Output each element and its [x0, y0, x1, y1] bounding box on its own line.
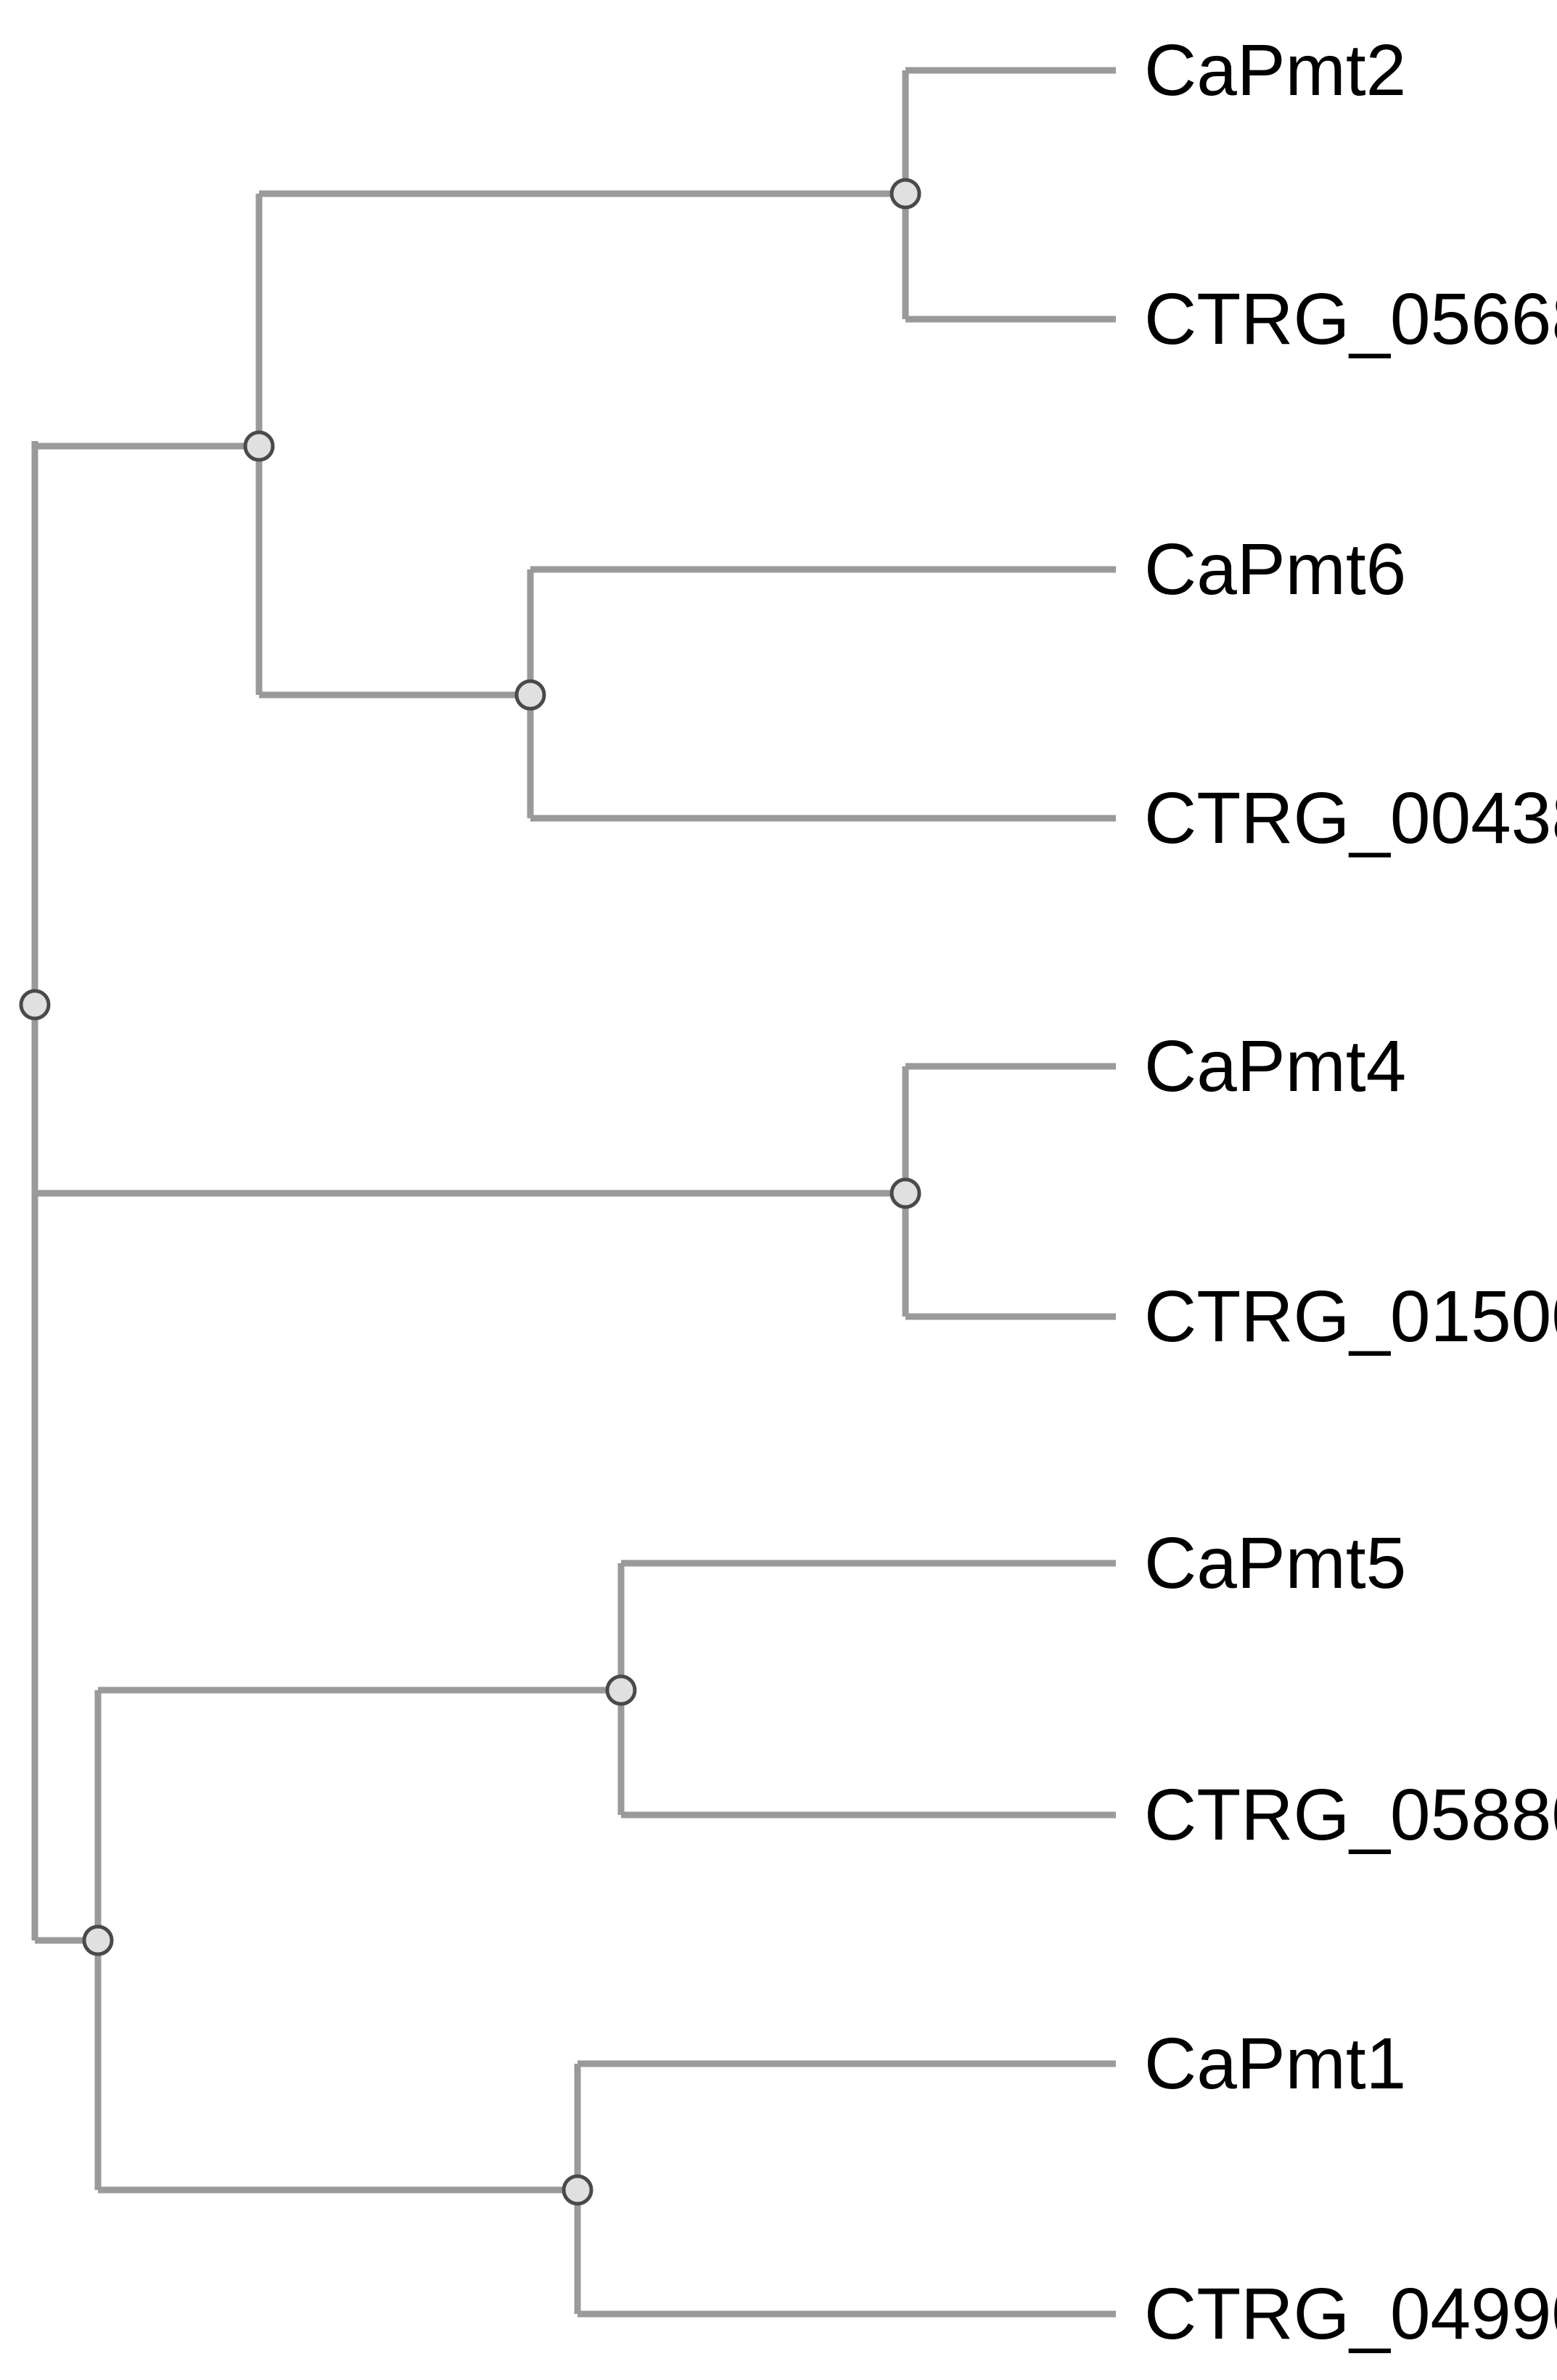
branch-group: [31, 67, 1116, 2318]
leaf-label-leaf-ctrg05880[interactable]: CTRG_05880: [1144, 1774, 1557, 1856]
internal-node-marker-node-capmt4-ctrg01500[interactable]: [890, 1177, 921, 1209]
leaf-label-leaf-ctrg04990[interactable]: CTRG_04990: [1144, 2273, 1557, 2355]
internal-node-marker-node-root[interactable]: [19, 989, 51, 1021]
leaf-label-leaf-ctrg01500[interactable]: CTRG_01500: [1144, 1276, 1557, 1357]
leaf-label-leaf-ctrg00438[interactable]: CTRG_00438: [1144, 778, 1557, 859]
internal-node-marker-node-upper-clade[interactable]: [243, 430, 275, 462]
leaf-label-leaf-capmt5[interactable]: CaPmt5: [1144, 1523, 1407, 1604]
leaf-label-leaf-capmt6[interactable]: CaPmt6: [1144, 529, 1407, 610]
leaf-label-leaf-ctrg05668[interactable]: CTRG_05668: [1144, 279, 1557, 360]
internal-node-marker-node-capmt5-ctrg05880[interactable]: [605, 1674, 637, 1706]
node-group: [19, 178, 921, 2206]
internal-node-marker-node-capmt6-ctrg00438[interactable]: [514, 679, 546, 711]
internal-node-marker-node-capmt1-ctrg04990[interactable]: [562, 2174, 593, 2206]
leaf-label-leaf-capmt4[interactable]: CaPmt4: [1144, 1026, 1407, 1107]
internal-node-marker-node-capmt2-ctrg05668[interactable]: [890, 178, 921, 210]
internal-node-marker-node-lower-clade[interactable]: [82, 1924, 114, 1956]
leaf-label-leaf-capmt1[interactable]: CaPmt1: [1144, 2023, 1407, 2104]
leaf-label-leaf-capmt2[interactable]: CaPmt2: [1144, 30, 1407, 111]
